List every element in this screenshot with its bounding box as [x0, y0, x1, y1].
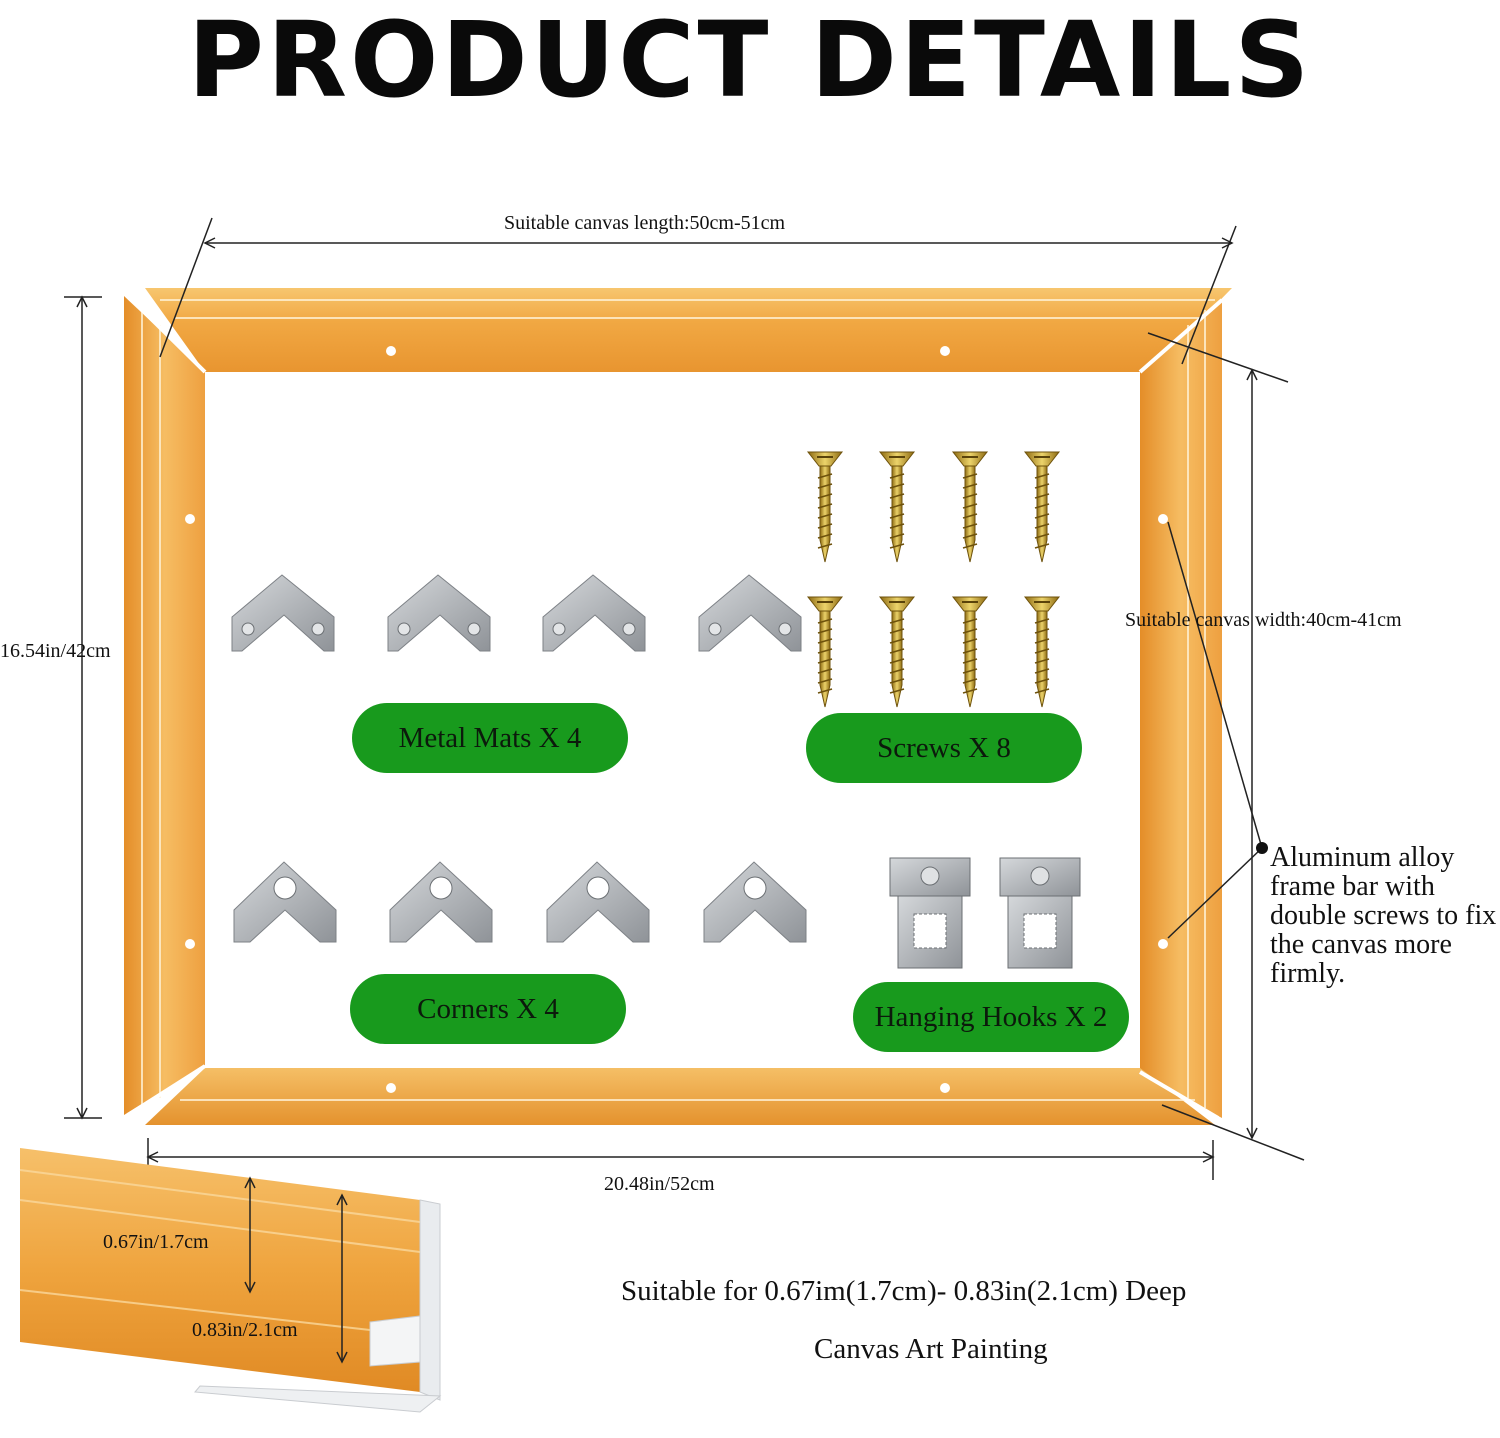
screw-8 [1023, 596, 1061, 708]
metal-mat-2 [387, 574, 491, 652]
canvas-width-label: Suitable canvas width:40cm-41cm [1125, 609, 1402, 631]
metal-mat-4 [698, 574, 802, 652]
screw-5 [806, 596, 844, 708]
screw-7 [951, 596, 989, 708]
hanging-hook-2 [999, 857, 1081, 969]
aluminum-frame [124, 288, 1232, 1125]
metal-mats-label: Metal Mats X 4 [352, 703, 628, 773]
frame-left-bar [124, 296, 205, 1115]
screw-6 [878, 596, 916, 708]
corner-bracket-1 [233, 861, 337, 943]
hanging-hooks [889, 857, 1081, 969]
corner-brackets [233, 861, 807, 943]
profile-depth-small-label: 0.67in/1.7cm [103, 1231, 209, 1253]
screws-label: Screws X 8 [806, 713, 1082, 783]
hanging-hook-1 [889, 857, 971, 969]
frame-bottom-bar [145, 1068, 1215, 1125]
suitable-depth-text: Suitable for 0.67im(1.7cm)- 0.83in(2.1cm… [621, 1275, 1187, 1307]
screws [806, 451, 1061, 708]
hanging-hooks-label: Hanging Hooks X 2 [853, 982, 1129, 1052]
frame-top-bar [145, 288, 1232, 372]
screw-4 [1023, 451, 1061, 563]
corner-bracket-4 [703, 861, 807, 943]
frame-right-bar [1140, 300, 1222, 1118]
frame-width-label: 20.48in/52cm [604, 1173, 715, 1195]
frame-height-label: 16.54in/42cm [0, 640, 111, 662]
metal-mat-3 [542, 574, 646, 652]
page-title: PRODUCT DETAILS [187, 0, 1313, 121]
screw-3 [951, 451, 989, 563]
profile-depth-large-label: 0.83in/2.1cm [192, 1319, 298, 1341]
aluminum-note: Aluminum alloy frame bar with double scr… [1270, 842, 1497, 989]
screw-2 [878, 451, 916, 563]
screw-1 [806, 451, 844, 563]
metal-mat-1 [231, 574, 335, 652]
canvas-length-label: Suitable canvas length:50cm-51cm [504, 212, 786, 234]
corners-label: Corners X 4 [350, 974, 626, 1044]
metal-mats [231, 574, 802, 652]
corner-bracket-3 [546, 861, 650, 943]
frame-profile [19, 1148, 442, 1413]
corner-bracket-2 [389, 861, 493, 943]
suitable-canvas-text: Canvas Art Painting [814, 1333, 1048, 1365]
dimension-lines [64, 217, 1305, 1180]
